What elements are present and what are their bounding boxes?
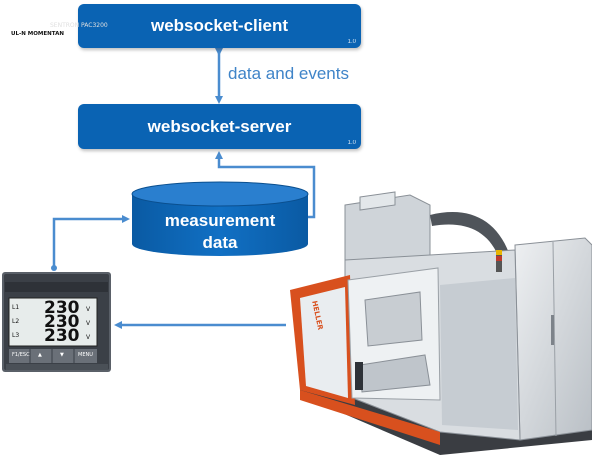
meter-button-menu: MENU	[78, 352, 93, 358]
meter-button-down: ▼	[60, 352, 64, 358]
meter-row-index: L2	[12, 318, 20, 325]
meter-button-esc: F1/ESC	[12, 352, 30, 358]
meter-row-value: 230	[44, 298, 80, 318]
version-tag: 1.0	[347, 39, 356, 45]
power-meter-device	[2, 272, 111, 372]
database-cylinder	[131, 181, 309, 256]
meter-brand: SIEMENS	[6, 12, 32, 18]
database-label: measurement data	[132, 210, 308, 254]
meter-model: SENTRON PAC3200	[50, 22, 108, 29]
meter-row-value: 230	[44, 326, 80, 346]
meter-button-up: ▲	[38, 352, 42, 358]
database-server-connector	[215, 151, 316, 219]
cnc-machine	[290, 191, 592, 455]
meter-database-connector	[51, 215, 130, 271]
meter-row-unit: V	[86, 306, 91, 313]
websocket-server-node: websocket-server 1.0	[78, 104, 361, 149]
meter-row-unit: V	[86, 320, 91, 327]
meter-screen-title: UL-N MOMENTAN	[11, 31, 64, 37]
version-tag: 1.0	[347, 140, 356, 146]
websocket-client-node: websocket-client 1.0	[78, 4, 361, 48]
database-label-line1: measurement	[164, 211, 276, 230]
websocket-client-label: websocket-client	[151, 16, 288, 35]
meter-row-index: L3	[12, 332, 20, 339]
meter-row-index: L1	[12, 304, 20, 311]
websocket-server-label: websocket-server	[147, 116, 292, 136]
meter-row-unit: V	[86, 334, 91, 341]
meter-row-value: 230	[44, 312, 80, 332]
database-label-line2: data	[202, 233, 238, 252]
connector-label: data and events	[228, 64, 349, 83]
